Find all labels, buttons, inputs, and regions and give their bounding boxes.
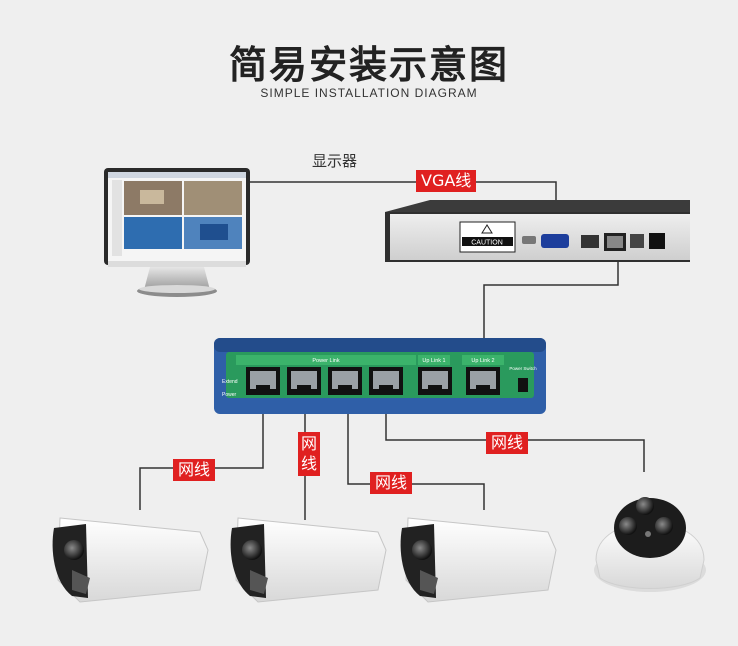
switch-port-4	[369, 367, 403, 395]
switch-uplink-port-1	[418, 367, 452, 395]
monitor	[104, 168, 250, 297]
net-cable-tag-3: 网线	[370, 472, 413, 494]
page-title: 简易安装示意图	[228, 43, 509, 87]
power-link-label: Power Link	[312, 358, 339, 364]
switch-port-2	[287, 367, 321, 395]
net-cable-tag-2: 网线	[298, 432, 320, 476]
nvr-recorder: CAUTION	[385, 200, 690, 262]
dome-camera	[594, 497, 706, 592]
poe-switch: Power Link Up Link 1 Up Link 2 Extend Po…	[214, 338, 546, 414]
extend-label: Extend	[222, 379, 238, 385]
power-label: Power	[222, 392, 237, 398]
monitor-label: 显示器	[312, 152, 358, 170]
up-link-2-label: Up Link 2	[471, 358, 494, 364]
power-switch-label: Power Switch	[509, 366, 537, 371]
switch-port-1	[246, 367, 280, 395]
caution-label: CAUTION	[471, 240, 503, 247]
net-cable-tag-1: 网线	[173, 459, 216, 481]
net-cable-tag-4: 网线	[486, 432, 529, 454]
vga-cable-tag: VGA线	[416, 170, 477, 192]
switch-port-3	[328, 367, 362, 395]
camera-3-cable	[347, 392, 485, 510]
uplink-cable	[483, 252, 619, 372]
bullet-camera-1	[52, 517, 209, 603]
bullet-camera-2	[230, 517, 387, 603]
up-link-1-label: Up Link 1	[422, 358, 445, 364]
page-subtitle: SIMPLE INSTALLATION DIAGRAM	[260, 86, 478, 100]
switch-uplink-port-2	[466, 367, 500, 395]
bullet-camera-3	[400, 517, 557, 603]
